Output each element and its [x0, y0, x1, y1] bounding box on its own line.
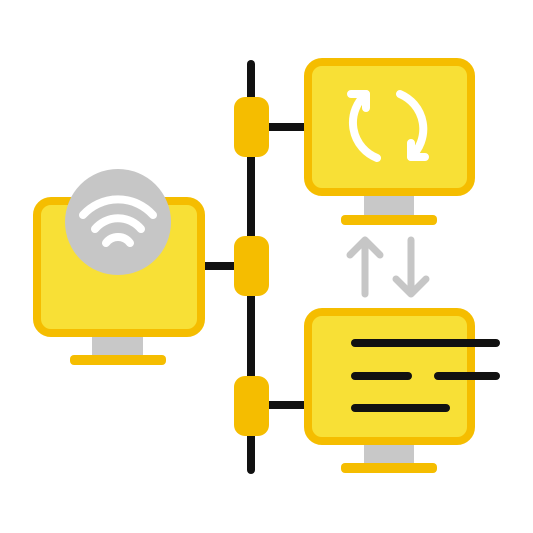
connector-node-top	[234, 97, 269, 157]
wifi-monitor-stand	[92, 334, 143, 358]
sync-monitor-base	[341, 215, 437, 225]
sync-monitor-screen	[304, 58, 475, 196]
text-lines-icon	[351, 339, 500, 412]
wifi-icon	[79, 195, 157, 247]
sync-monitor-icon	[304, 58, 475, 225]
document-monitor-icon	[304, 308, 500, 473]
connector-node-middle	[234, 236, 269, 296]
document-monitor-base	[341, 463, 437, 473]
sync-icon	[347, 90, 429, 162]
wifi-monitor-base	[70, 355, 166, 365]
document-monitor-stand	[364, 442, 414, 466]
arrow-down	[392, 236, 430, 298]
connector-node-bottom	[234, 376, 269, 436]
up-down-arrows-icon	[346, 236, 430, 298]
arrow-up	[346, 236, 384, 298]
sync-monitor-stand	[364, 193, 414, 217]
wifi-monitor-icon	[33, 169, 205, 365]
